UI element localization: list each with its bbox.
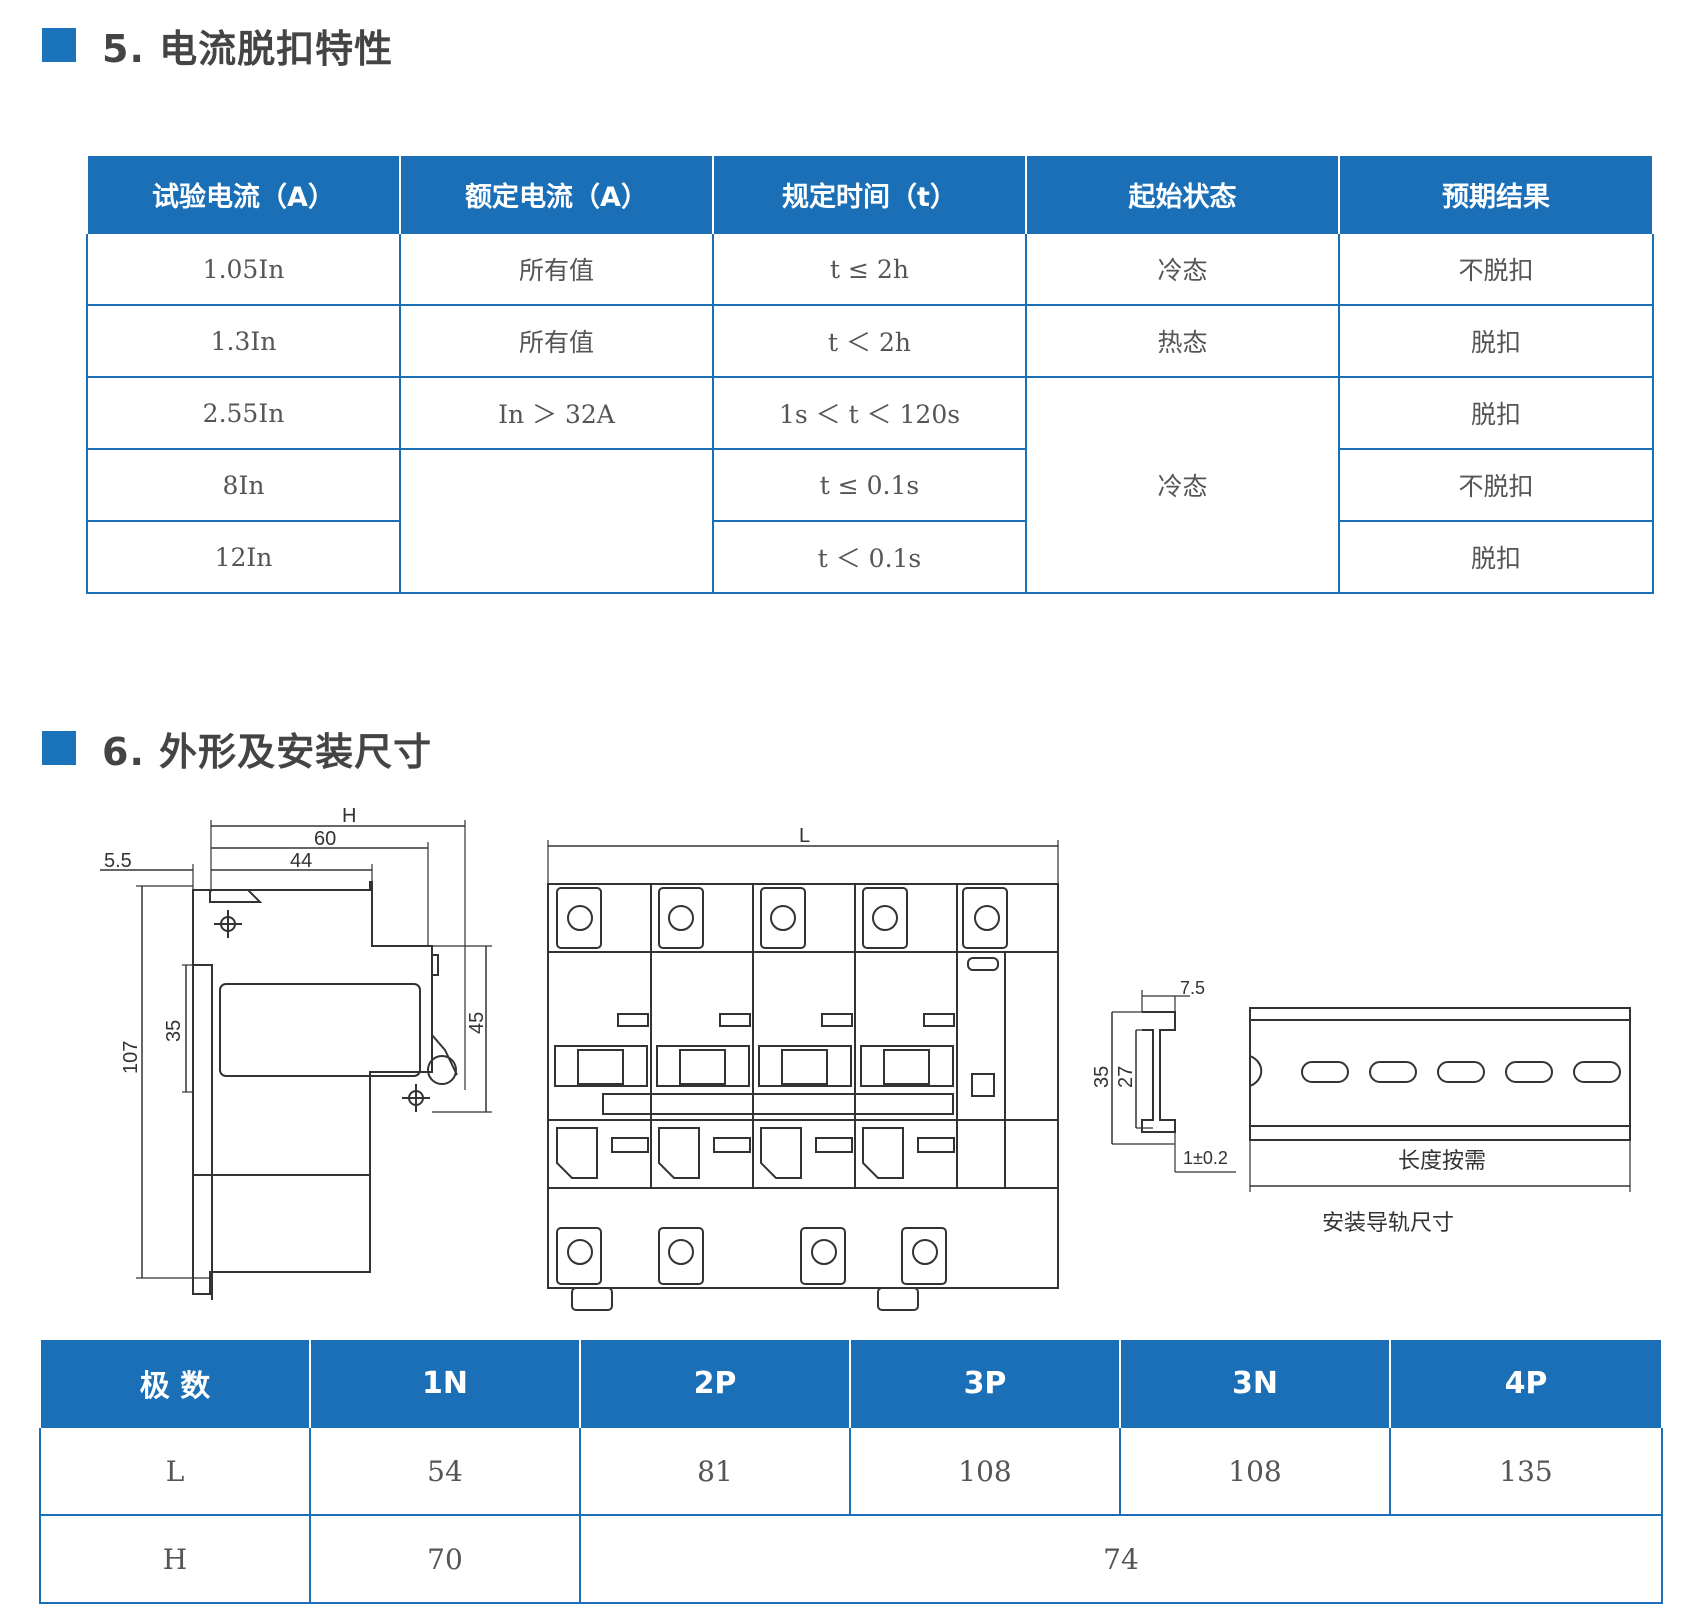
table-row: L 54 81 108 108 135	[39, 1426, 1663, 1516]
cell: 12In	[86, 520, 401, 594]
header-1n: 1N	[309, 1340, 581, 1427]
cell: 108	[1119, 1426, 1391, 1516]
cell: 脱扣	[1338, 304, 1654, 378]
dimensions-table: 极 数 1N 2P 3P 3N 4P L 54 81 108 108 135 H…	[39, 1340, 1663, 1604]
cell: H	[39, 1514, 311, 1604]
table-header-row: 试验电流（A） 额定电流（A） 规定时间（t） 起始状态 预期结果	[86, 156, 1654, 233]
header-rated-current: 额定电流（A）	[399, 156, 714, 233]
cell-merged-empty	[399, 448, 714, 594]
trip-characteristic-table: 试验电流（A） 额定电流（A） 规定时间（t） 起始状态 预期结果 1.05In…	[86, 156, 1654, 594]
header-test-current: 试验电流（A）	[86, 156, 401, 233]
dim-label-H: H	[342, 805, 356, 827]
cell: 81	[579, 1426, 851, 1516]
header-4p: 4P	[1389, 1340, 1663, 1427]
rail-length-label: 长度按需	[1398, 1148, 1486, 1173]
cell: 1s ＜ t ＜ 120s	[712, 376, 1027, 450]
cell: 2.55In	[86, 376, 401, 450]
cell: 冷态	[1025, 232, 1340, 306]
header-2p: 2P	[579, 1340, 851, 1427]
table-header-row: 极 数 1N 2P 3P 3N 4P	[39, 1340, 1663, 1427]
dim-label-107: 107	[120, 1041, 142, 1074]
cell: 不脱扣	[1338, 232, 1654, 306]
cell: 54	[309, 1426, 581, 1516]
cell: 脱扣	[1338, 376, 1654, 450]
cell: L	[39, 1426, 311, 1516]
front-view-drawing	[547, 840, 1059, 1311]
section-6-title: 6. 外形及安装尺寸	[42, 718, 432, 778]
section-5-title: 5. 电流脱扣特性	[42, 15, 393, 75]
terminal-screws	[556, 887, 1008, 1285]
header-initial-state: 起始状态	[1025, 156, 1340, 233]
cell-merged-state: 冷态	[1025, 376, 1340, 594]
cell: 脱扣	[1338, 520, 1654, 594]
rail-caption: 安装导轨尺寸	[1322, 1210, 1454, 1235]
dim-label-60: 60	[314, 828, 336, 850]
cell: 所有值	[399, 232, 714, 306]
table-row: 12In t ＜ 0.1s 脱扣	[86, 520, 1654, 594]
cell: t ≤ 2h	[712, 232, 1027, 306]
cell: 8In	[86, 448, 401, 522]
cell-merged: 74	[579, 1514, 1663, 1604]
cell: 1.05In	[86, 232, 401, 306]
table-row: 1.05In 所有值 t ≤ 2h 冷态 不脱扣	[86, 232, 1654, 306]
dim-label-27: 27	[1115, 1066, 1137, 1088]
table-row: H 70 74	[39, 1514, 1663, 1604]
cell: 70	[309, 1514, 581, 1604]
cell: 热态	[1025, 304, 1340, 378]
section-marker-icon	[42, 731, 76, 765]
dim-label-1-tolerance: 1±0.2	[1183, 1148, 1228, 1168]
dim-label-L: L	[799, 825, 810, 847]
table-row: 8In t ≤ 0.1s 不脱扣	[86, 448, 1654, 594]
header-expected-result: 预期结果	[1338, 156, 1654, 233]
cell: t ＜ 0.1s	[712, 520, 1027, 594]
dim-label-35-rail: 35	[1091, 1066, 1113, 1088]
header-poles: 极 数	[39, 1340, 311, 1427]
side-view-drawing	[100, 820, 492, 1300]
table-row: 1.3In 所有值 t ＜ 2h 热态 脱扣	[86, 304, 1654, 378]
rail-perspective-drawing	[1249, 1007, 1631, 1192]
dim-label-44: 44	[290, 850, 312, 872]
dim-label-45: 45	[466, 1012, 488, 1034]
cell: t ＜ 2h	[712, 304, 1027, 378]
cell: 108	[849, 1426, 1121, 1516]
rail-section-drawing	[1111, 990, 1236, 1173]
dim-label-35-side: 35	[163, 1020, 185, 1042]
cell: 所有值	[399, 304, 714, 378]
cell: t ≤ 0.1s	[712, 448, 1027, 522]
section-6-title-text: 6. 外形及安装尺寸	[102, 729, 433, 774]
table-row: 2.55In In ＞ 32A 1s ＜ t ＜ 120s 冷态 脱扣	[86, 376, 1654, 594]
cell: 1.3In	[86, 304, 401, 378]
section-5-title-text: 5. 电流脱扣特性	[102, 26, 394, 71]
header-3p: 3P	[849, 1340, 1121, 1427]
cell: 135	[1389, 1426, 1663, 1516]
header-3n: 3N	[1119, 1340, 1391, 1427]
section-marker-icon	[42, 28, 76, 62]
dim-label-5-5: 5.5	[104, 850, 132, 872]
cell: 不脱扣	[1338, 448, 1654, 522]
dim-label-7-5: 7.5	[1180, 978, 1205, 998]
header-time: 规定时间（t）	[712, 156, 1027, 233]
cell: In ＞ 32A	[399, 376, 714, 450]
technical-drawings: H 60 44 5.5 107 35 45 L 7.5 35 27 1±0.2 …	[100, 805, 1631, 1311]
